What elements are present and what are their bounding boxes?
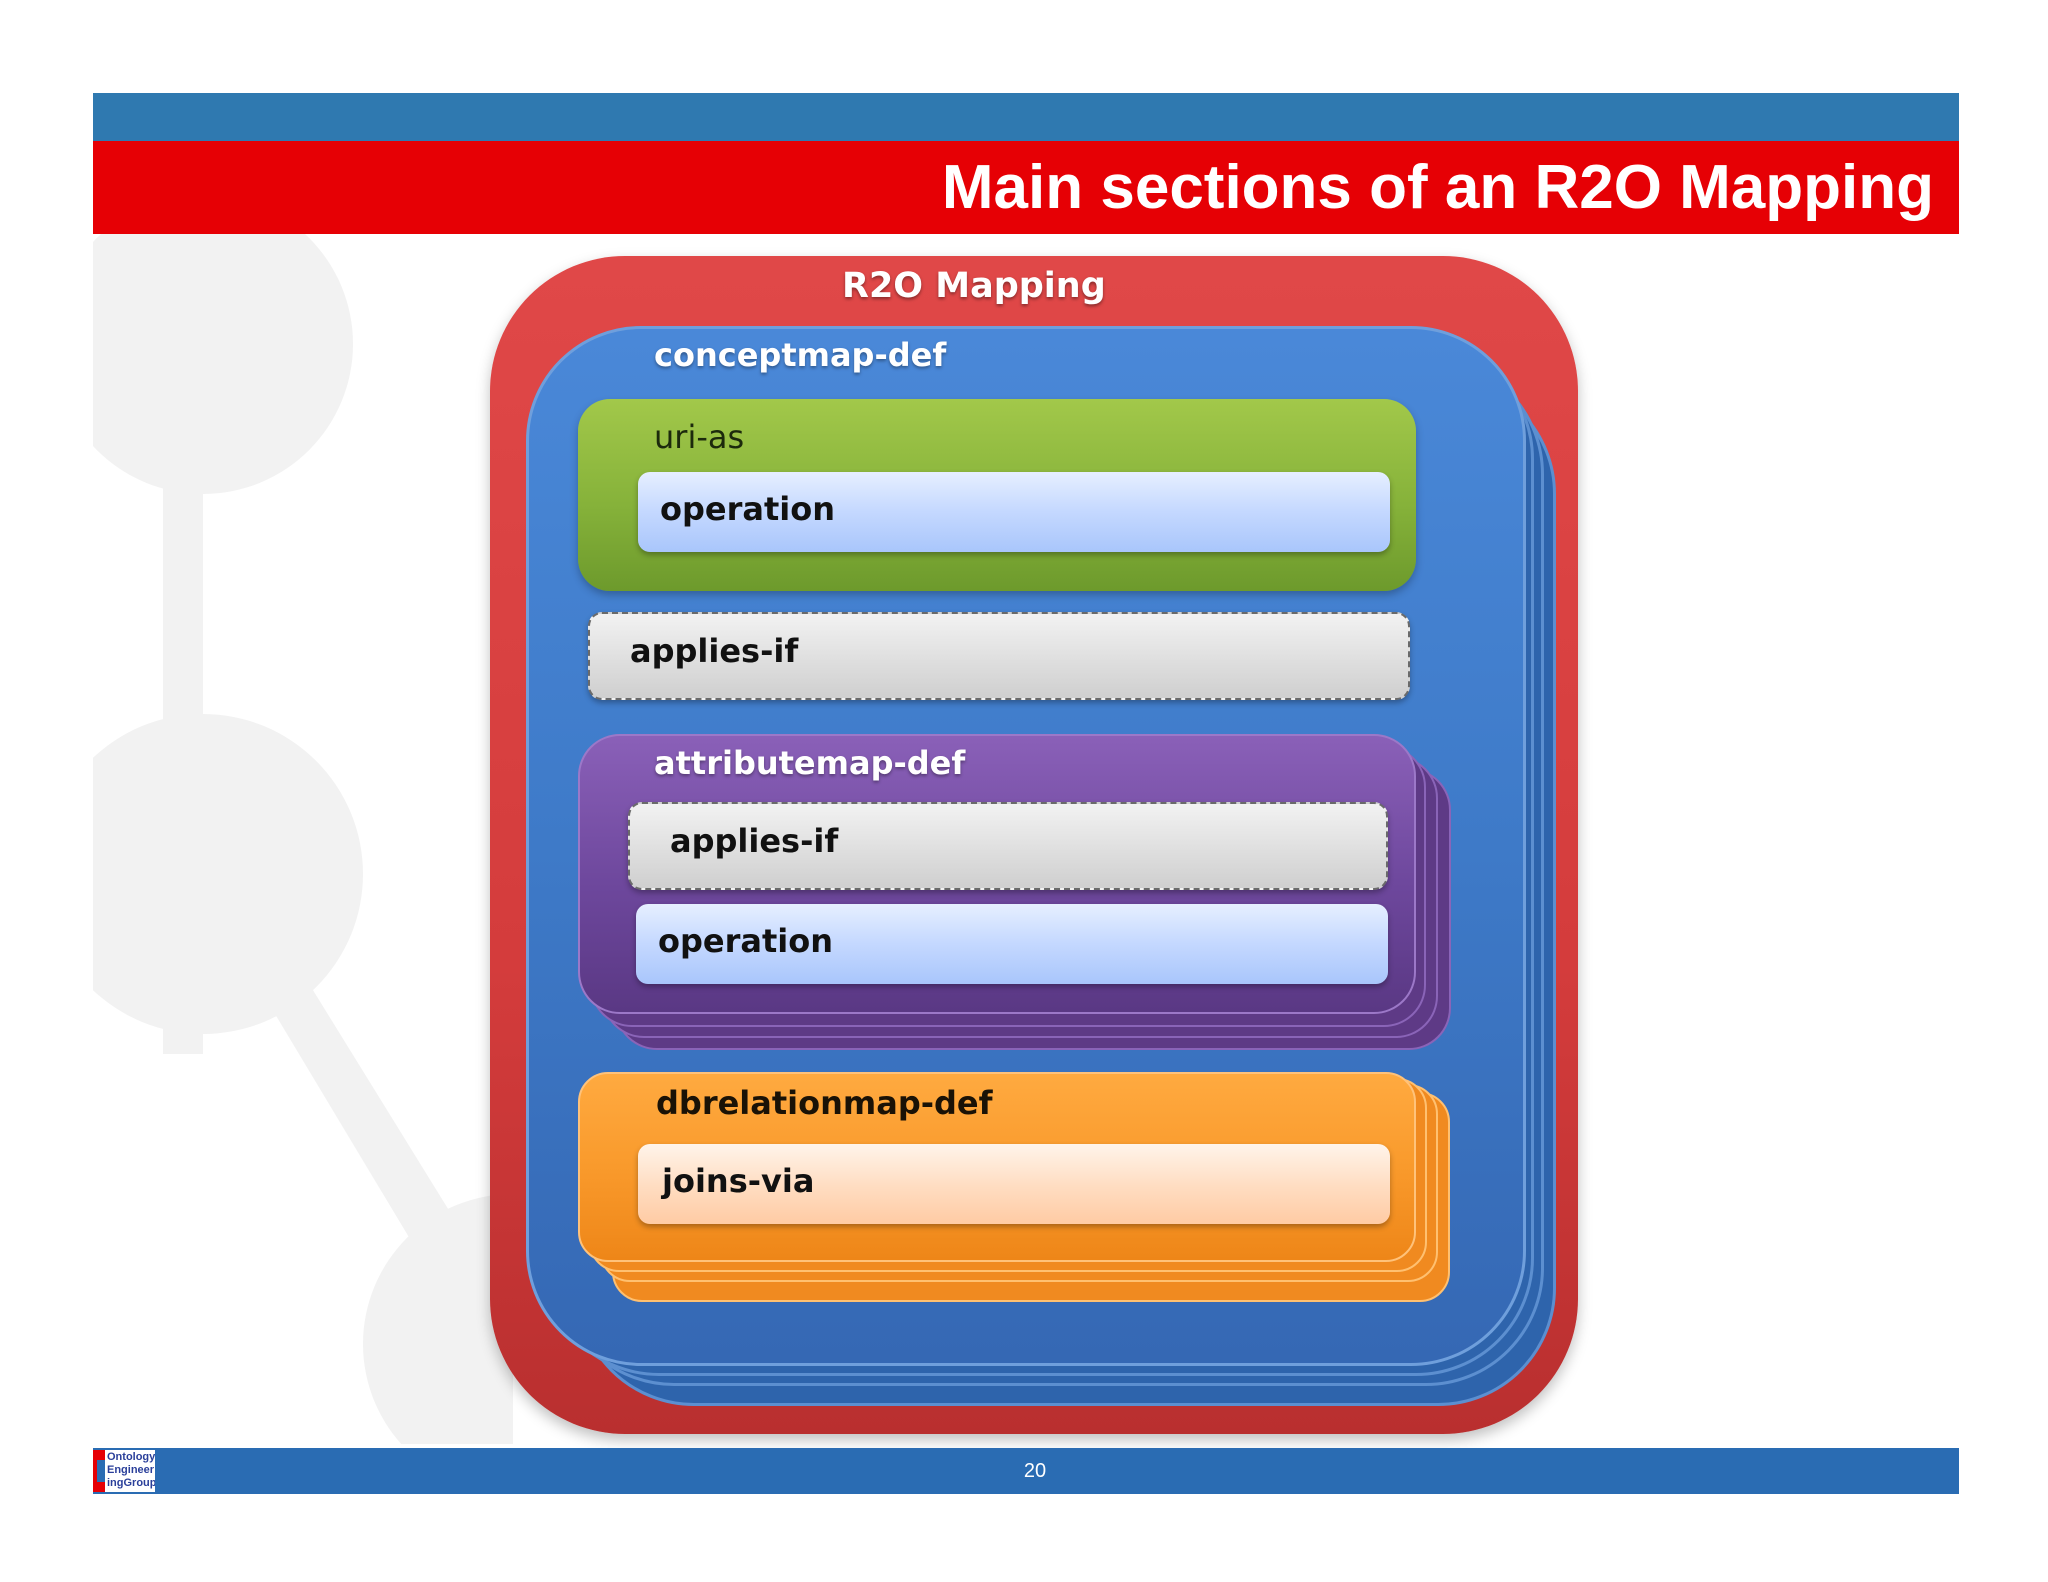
logo-blue-bar (97, 1460, 105, 1482)
uri-as-operation-label: operation (660, 490, 835, 528)
attributemap-operation-box (636, 904, 1388, 984)
footer-band (93, 1448, 1959, 1494)
logo-text-line: Ontology (107, 1451, 155, 1463)
page-title: Main sections of an R2O Mapping (941, 153, 1934, 222)
conceptmap-def-label: conceptmap-def (654, 336, 947, 374)
oeg-logo: Ontology Engineer ingGroup (93, 1450, 155, 1492)
attributemap-def-label: attributemap-def (654, 744, 966, 782)
attributemap-applies-if-label: applies-if (670, 822, 839, 860)
molecule-watermark-icon (93, 234, 513, 1444)
joins-via-box (638, 1144, 1390, 1224)
conceptmap-applies-if-label: applies-if (630, 632, 799, 670)
uri-as-operation-box (638, 472, 1390, 552)
uri-as-label: uri-as (654, 418, 745, 456)
attributemap-operation-label: operation (658, 922, 833, 960)
header-top-band (93, 93, 1959, 141)
logo-text-line: ingGroup (107, 1477, 155, 1489)
attributemap-applies-if-box (628, 802, 1388, 890)
joins-via-label: joins-via (662, 1162, 815, 1200)
r2o-mapping-label: R2O Mapping (842, 266, 1106, 306)
page-number: 20 (1023, 1460, 1047, 1482)
dbrelationmap-def-label: dbrelationmap-def (656, 1084, 993, 1122)
conceptmap-applies-if-box (588, 612, 1410, 700)
header-title-band (93, 141, 1959, 234)
logo-text-line: Engineer (107, 1464, 155, 1476)
